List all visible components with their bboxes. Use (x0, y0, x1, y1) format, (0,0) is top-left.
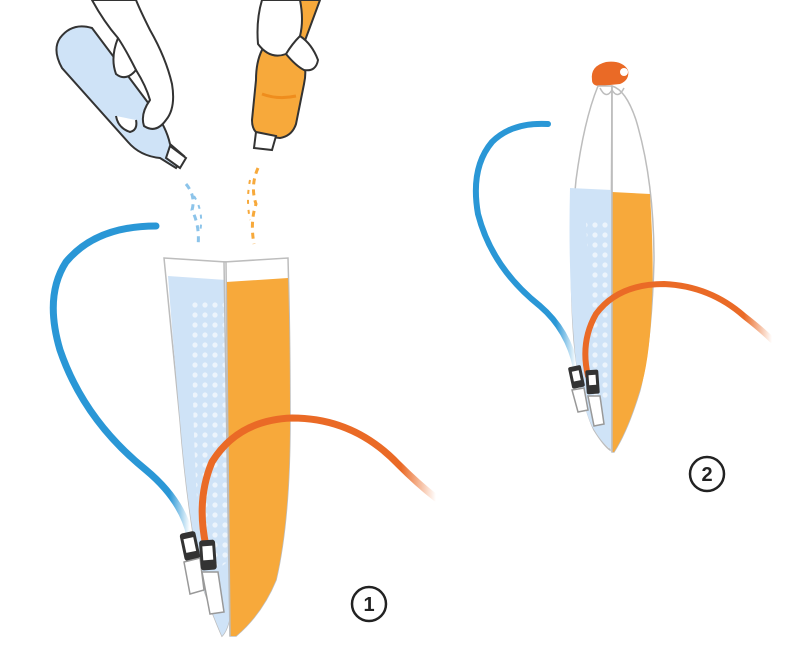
left-hand-icon (91, 0, 175, 134)
step-1-illustration: 1 (49, 0, 440, 638)
blue-drinking-hose (472, 120, 579, 371)
orange-drinking-hose (198, 414, 440, 550)
hose-connector-icon (568, 365, 605, 427)
bladder-cap-icon (591, 61, 629, 86)
step-2-number-badge: 2 (688, 455, 726, 493)
step-2-illustration: 2 (472, 61, 775, 493)
electrolyte-bottle-icon (251, 0, 321, 152)
orange-drinking-hose (582, 280, 775, 379)
right-hand-icon (256, 0, 319, 72)
blue-drinking-hose (49, 222, 194, 540)
water-bottle-icon (55, 25, 188, 170)
step-2-number: 2 (701, 464, 712, 486)
hose-connector-icon (179, 531, 225, 615)
step-1-number: 1 (363, 594, 374, 616)
water-stream (184, 183, 203, 247)
step-1-number-badge: 1 (350, 585, 388, 623)
electrolyte-stream (247, 167, 260, 245)
